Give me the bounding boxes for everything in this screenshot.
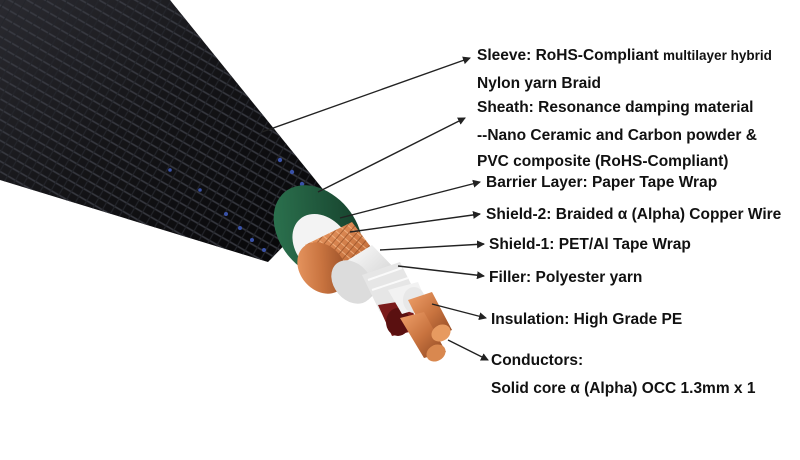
filler-label: Filler: Polyester yarn bbox=[489, 269, 643, 286]
conductors-label-line2: Solid core α (Alpha) OCC 1.3mm x 1 bbox=[491, 380, 756, 397]
sleeve-label-line2: Nylon yarn Braid bbox=[477, 75, 602, 92]
sleeve-label-main: Sleeve: RoHS-Compliant bbox=[477, 47, 659, 64]
insulation-label: Insulation: High Grade PE bbox=[491, 311, 683, 328]
shield1-label: Shield-1: PET/Al Tape Wrap bbox=[489, 236, 691, 253]
sleeve-arrow bbox=[261, 56, 471, 133]
shield2-arrow bbox=[349, 210, 481, 233]
barrier-label: Barrier Layer: Paper Tape Wrap bbox=[486, 174, 718, 191]
insulation-arrow bbox=[431, 303, 487, 321]
sleeve-label: Sleeve: RoHS-Compliant multilayer hybrid bbox=[477, 47, 772, 65]
shield1-arrow bbox=[379, 240, 485, 251]
shield-1-tape bbox=[331, 245, 398, 304]
filler-arrow bbox=[397, 265, 485, 280]
shield2-label: Shield-2: Braided α (Alpha) Copper Wire bbox=[486, 206, 782, 223]
braid-accent-dots bbox=[168, 157, 315, 252]
sheath-arrow bbox=[317, 117, 466, 193]
sheath-label-line2: --Nano Ceramic and Carbon powder & bbox=[477, 127, 757, 144]
conductors-arrow bbox=[447, 339, 489, 361]
sheath-label: Sheath: Resonance damping material bbox=[477, 99, 754, 116]
sleeve-label-detail: multilayer hybrid bbox=[663, 48, 772, 63]
conductors-label: Conductors: bbox=[491, 352, 584, 369]
sleeve-jacket bbox=[0, 0, 330, 262]
sheath-label-line3: PVC composite (RoHS-Compliant) bbox=[477, 153, 729, 170]
annotation-arrows bbox=[261, 56, 489, 361]
conductors-copper bbox=[400, 292, 452, 362]
barrier-arrow bbox=[339, 179, 481, 219]
